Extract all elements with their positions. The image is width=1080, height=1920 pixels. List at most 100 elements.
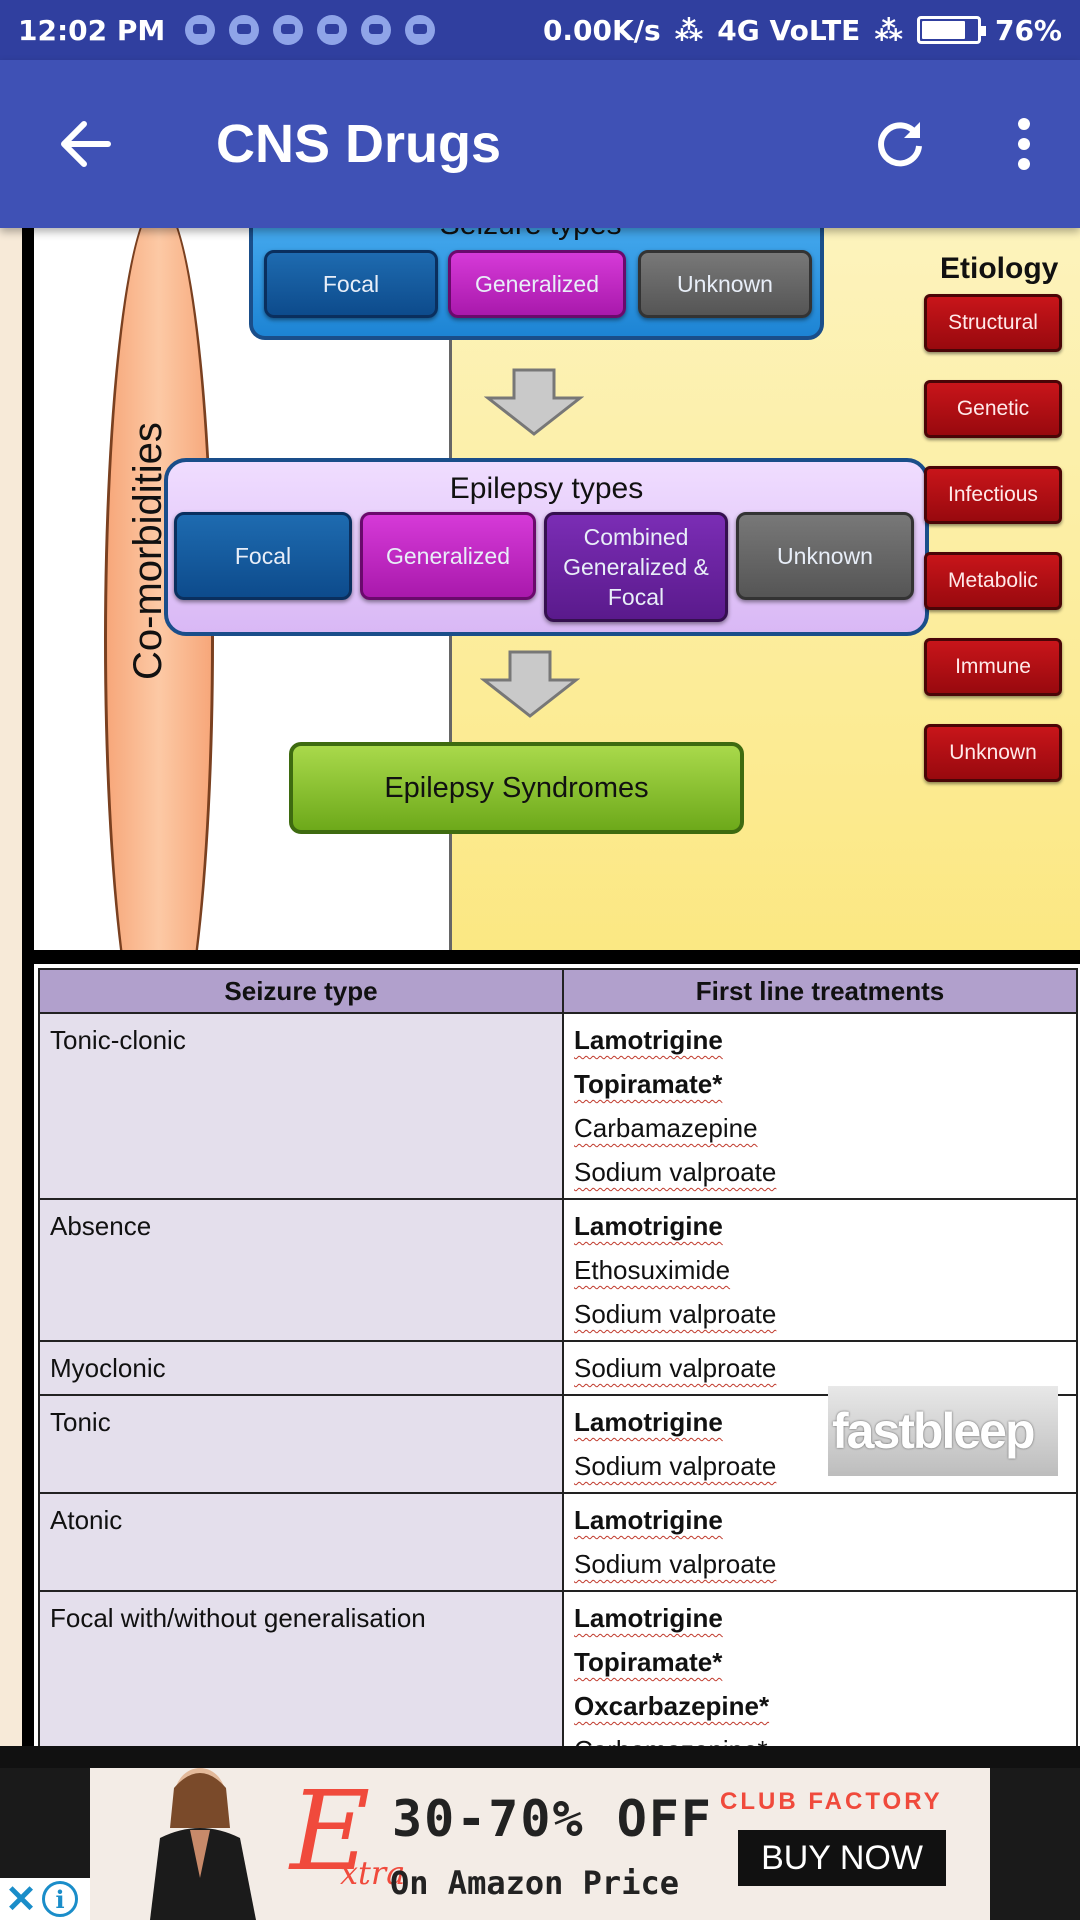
etiology-immune: Immune — [924, 638, 1062, 696]
ad-banner-area: E xtra 30-70% OFF On Amazon Price CLUB F… — [0, 1746, 1080, 1920]
seizure-type-cell: Atonic — [38, 1492, 564, 1592]
ad-script-letter: E — [290, 1768, 371, 1895]
etiology-heading: Etiology — [940, 252, 1059, 285]
notification-icons — [185, 15, 436, 45]
drug-name: Topiramate* — [574, 1069, 723, 1099]
epilepsy-syndromes-box: Epilepsy Syndromes — [289, 742, 744, 834]
seizure-type-label: Atonic — [50, 1505, 123, 1535]
epilepsy-type-generalized: Generalized — [360, 512, 536, 600]
model-image — [150, 1768, 256, 1920]
table-header-row: Seizure type First line treatments — [38, 968, 1078, 1014]
epilepsy-classification-diagram: Co-morbidities Seizure types* Focal Gene… — [22, 228, 1080, 1128]
battery-fill — [921, 21, 965, 39]
epilepsy-type-unknown: Unknown — [736, 512, 914, 600]
drug-name: Sodium valproate — [574, 1549, 777, 1579]
down-arrow-icon — [484, 368, 584, 436]
close-icon[interactable]: ✕ — [5, 1878, 37, 1920]
overflow-menu-button[interactable] — [984, 104, 1064, 184]
status-time: 12:02 PM — [18, 13, 166, 47]
drug-name: Sodium valproate — [574, 1299, 777, 1329]
seizure-type-label: Myoclonic — [50, 1353, 166, 1383]
ad-subtext: On Amazon Price — [390, 1864, 679, 1902]
discord-icon — [317, 15, 348, 45]
content-area[interactable]: Co-morbidities Seizure types* Focal Gene… — [0, 228, 1080, 1746]
table-row: Focal with/without generalisation Lamotri… — [38, 1590, 1078, 1746]
seizure-type-cell: Focal with/without generalisation — [38, 1590, 564, 1746]
network-speed: 0.00K/s — [542, 13, 661, 47]
drug-name: Carbamazepine* — [574, 1728, 1066, 1746]
page-title: CNS Drugs — [216, 114, 502, 174]
ad-extra-text: xtra — [340, 1854, 406, 1892]
drug-name: Lamotrigine — [574, 1407, 723, 1437]
info-icon[interactable]: i — [42, 1881, 78, 1917]
drug-name: Ethosuximide — [574, 1255, 731, 1285]
discord-icon — [229, 15, 260, 45]
ad-offer-text: 30-70% OFF — [392, 1790, 714, 1848]
arrow-left-icon — [61, 121, 111, 167]
signal-icon: ⁂ — [874, 13, 903, 47]
seizure-types-heading: Seizure types* — [249, 228, 824, 242]
treatment-table: Seizure type First line treatments Tonic… — [38, 968, 1078, 1746]
battery-icon — [916, 16, 986, 44]
etiology-metabolic: Metabolic — [924, 552, 1062, 610]
fastbleep-watermark: fastbleep — [828, 1386, 1058, 1476]
drug-name: Carbamazepine — [574, 1113, 758, 1143]
refresh-button[interactable] — [860, 104, 940, 184]
status-right: 0.00K/s ⁂ 4G VoLTE ⁂ 76% — [543, 14, 1062, 47]
seizure-type-label: Focal with/without generalisation — [50, 1603, 426, 1633]
column-header: Seizure type — [38, 968, 564, 1014]
column-header: First line treatments — [562, 968, 1078, 1014]
ad-brand: CLUB FACTORY — [720, 1788, 943, 1815]
back-button[interactable] — [40, 99, 130, 189]
etiology-unknown: Unknown — [924, 724, 1062, 782]
seizure-type-generalized: Generalized — [448, 250, 626, 318]
drug-name: Lamotrigine — [574, 1603, 723, 1633]
buy-now-button[interactable]: BUY NOW — [738, 1830, 946, 1886]
seizure-type-unknown: Unknown — [638, 250, 812, 318]
drug-name: Topiramate* — [574, 1647, 723, 1677]
epilepsy-types-heading: Epilepsy types — [449, 472, 644, 505]
battery-percent: 76% — [994, 13, 1062, 47]
treatments-cell: LamotrigineTopiramate*Oxcarbazepine*Carb… — [562, 1590, 1078, 1746]
table-row: Myoclonic Sodium valproate — [38, 1340, 1078, 1396]
drug-name: Sodium valproate — [574, 1353, 777, 1383]
seizure-type-cell: Tonic-clonic — [38, 1012, 564, 1200]
app-bar: CNS Drugs — [0, 60, 1080, 228]
drug-name: Lamotrigine — [574, 1505, 723, 1535]
signal-icon: ⁂ — [674, 13, 704, 47]
refresh-icon — [878, 122, 922, 167]
seizure-type-focal: Focal — [264, 250, 438, 318]
etiology-infectious: Infectious — [924, 466, 1062, 524]
epilepsy-type-focal: Focal — [174, 512, 352, 600]
seizure-type-label: Absence — [50, 1211, 152, 1241]
seizure-type-cell: Tonic — [38, 1394, 564, 1494]
discord-icon — [361, 15, 392, 45]
etiology-structural: Structural — [924, 294, 1062, 352]
discord-icon — [273, 15, 304, 45]
ad-divider — [0, 1746, 1080, 1768]
ad-controls: ✕ i — [0, 1878, 90, 1920]
drug-name: Lamotrigine — [574, 1211, 723, 1241]
down-arrow-icon — [480, 650, 580, 718]
seizure-type-label: Tonic-clonic — [50, 1025, 186, 1055]
comorbidities-ellipse — [104, 228, 214, 1080]
drug-name: Lamotrigine — [574, 1025, 723, 1055]
status-bar: 12:02 PM 0.00K/s ⁂ 4G VoLTE ⁂ 76% — [0, 0, 1080, 60]
network-type: 4G VoLTE — [717, 13, 861, 47]
drug-name: Sodium valproate — [574, 1157, 777, 1187]
treatment-table-image: Seizure type First line treatments Tonic… — [22, 950, 1080, 1746]
more-vert-icon — [1018, 118, 1030, 170]
ad-banner[interactable]: E xtra 30-70% OFF On Amazon Price CLUB F… — [90, 1768, 990, 1920]
etiology-genetic: Genetic — [924, 380, 1062, 438]
drug-name: Sodium valproate — [574, 1451, 777, 1481]
seizure-type-cell: Myoclonic — [38, 1340, 564, 1396]
seizure-type-cell: Absence — [38, 1198, 564, 1342]
discord-icon — [405, 15, 436, 45]
